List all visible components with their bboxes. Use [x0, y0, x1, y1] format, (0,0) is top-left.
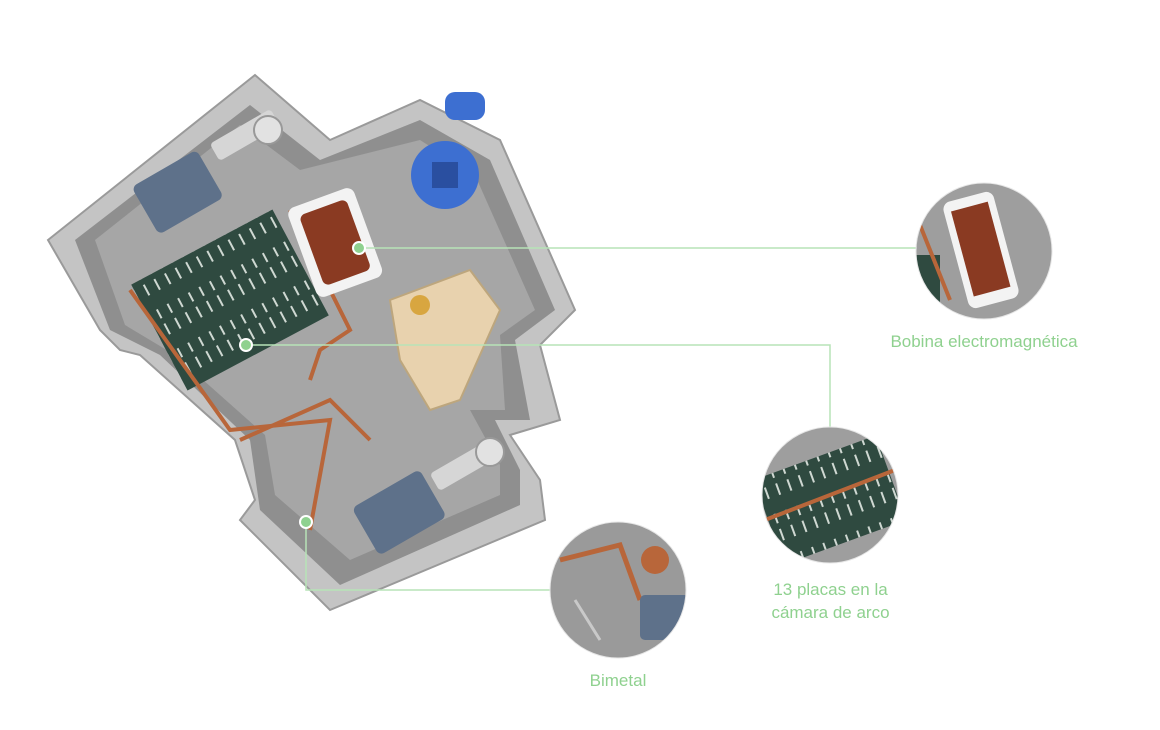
- lower-terminal: [353, 437, 505, 554]
- trip-mechanism: [388, 268, 502, 412]
- arc-chamber-label-line-1: 13 placas en la: [773, 580, 888, 599]
- arc-chamber: [131, 209, 329, 391]
- coil-label: Bobina electromagnética: [890, 332, 1078, 351]
- toggle-handle: [411, 92, 485, 209]
- callout-lines: [246, 247, 920, 591]
- bimetal-label: Bimetal: [589, 671, 647, 690]
- arc-callout-dot: [239, 338, 253, 352]
- arc-zoom-circle: [762, 427, 898, 563]
- coil-callout-dot: [352, 241, 366, 255]
- upper-terminal: [133, 110, 283, 233]
- bimetal-zoom-circle: [550, 522, 686, 658]
- electromagnetic-coil: [288, 188, 383, 297]
- arc-chamber-label-line-2: cámara de arco: [771, 603, 890, 622]
- coil-zoom-circle: [916, 183, 1052, 319]
- arc-chamber-label: 13 placas en la cámara de arco: [738, 578, 923, 624]
- bimetal-callout-dot: [299, 515, 313, 529]
